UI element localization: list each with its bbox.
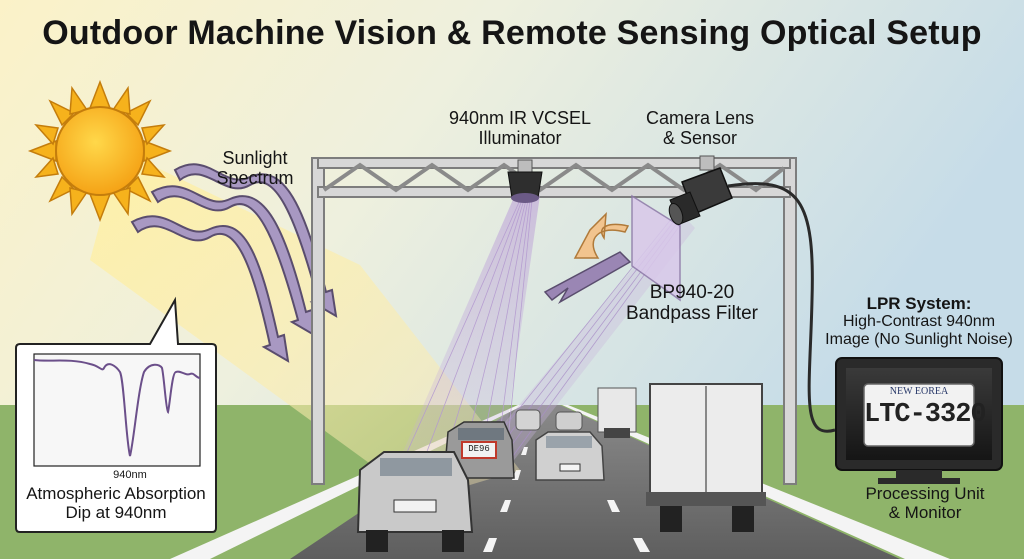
gantry-structure: [311, 157, 797, 485]
camera-label: Camera Lens & Sensor: [630, 108, 770, 148]
lpr-line2: Image (No Sunlight Noise): [825, 330, 1013, 348]
camera-icon: [668, 155, 733, 226]
small-plate-text: DE96: [468, 444, 490, 454]
lpr-label: LPR System: High-Contrast 940nm Image (N…: [814, 294, 1024, 349]
absorption-plot-frame: [33, 353, 201, 467]
processing-label: Processing Unit & Monitor: [850, 484, 1000, 522]
sun-icon: [27, 79, 173, 223]
absorption-caption: Atmospheric Absorption Dip at 940nm: [18, 484, 214, 522]
bandpass-filter: [631, 194, 681, 302]
illuminator-label-line2: Illuminator: [478, 128, 562, 149]
plate-state: NEW EOREA: [889, 386, 949, 397]
camera-label-line2: & Sensor: [662, 128, 738, 149]
car-icon: [535, 431, 605, 481]
page-title: Outdoor Machine Vision & Remote Sensing …: [42, 14, 982, 52]
absorption-caption-line1: Atmospheric Absorption: [26, 484, 206, 503]
car-icon: [356, 451, 474, 552]
absorption-caption-line2: Dip at 940nm: [65, 503, 167, 523]
sunlight-label: Sunlight Spectrum: [210, 148, 300, 188]
processing-label-line2: & Monitor: [888, 503, 962, 523]
sunlight-label-line2: Spectrum: [216, 168, 294, 189]
car-icon: [515, 409, 583, 431]
absorption-axis-label: 940nm: [113, 469, 147, 481]
illuminator-label: 940nm IR VCSEL Illuminator: [440, 108, 600, 148]
car-icon: [443, 421, 515, 479]
lpr-line1: High-Contrast 940nm: [842, 313, 996, 331]
license-plate: [863, 383, 975, 447]
plate-number: LTC-3320: [864, 400, 987, 430]
camera-cable: [727, 182, 836, 433]
vcsel-illuminator-icon: [507, 159, 543, 203]
lpr-heading: LPR System:: [866, 294, 972, 313]
absorption-spectrum-line: [33, 359, 201, 457]
filter-label-line1: BP940-20: [649, 282, 735, 303]
sunlight-label-line1: Sunlight: [222, 148, 288, 168]
truck-icon: [597, 387, 637, 438]
processing-label-line1: Processing Unit: [865, 484, 985, 503]
filter-label: BP940-20 Bandpass Filter: [612, 282, 772, 325]
camera-label-line1: Camera Lens: [645, 108, 755, 128]
truck-icon: [646, 383, 766, 532]
reflection-arrow: [543, 212, 632, 305]
illuminator-label-line1: 940nm IR VCSEL: [448, 108, 592, 128]
filter-label-line2: Bandpass Filter: [625, 303, 758, 325]
